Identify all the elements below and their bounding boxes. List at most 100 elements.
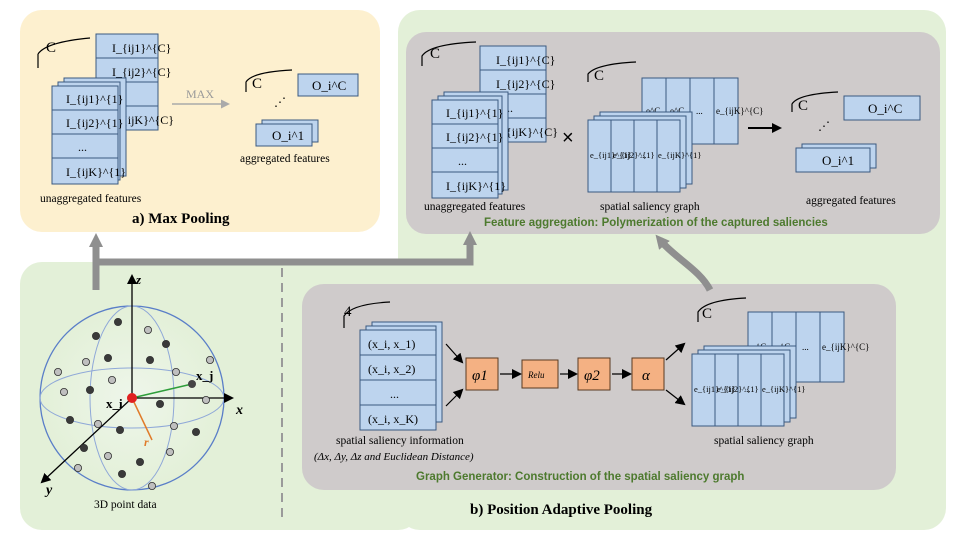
agg-output-top: O_i^C [868,101,902,116]
gen-graph-caption: spatial saliency graph [714,435,814,447]
point-cloud-caption: 3D point data [94,499,157,511]
position-adaptive-title: b) Position Adaptive Pooling [470,502,653,518]
xj-label: x_j [196,368,213,383]
cloud-point [86,385,95,394]
info-cell-2: (x_i, x_2) [368,362,415,376]
agg-input-stack: C I_{ij1}^{C} I_{ij2}^{C} ... I_{ijK}^{C… [421,41,558,199]
cloud-point [74,463,83,472]
maxpool-op-label: MAX [186,87,214,101]
gen-channel-label: 4 [344,304,352,320]
agg-graph-caption: spatial saliency graph [600,201,700,213]
agg-graph-cell-3: ... [640,150,646,160]
agg-output: C O_i^C ⋰ O_i^1 [791,91,921,173]
agg-cell-4: I_{ijK}^{1} [446,179,506,193]
agg-out-dots: ⋰ [818,119,830,133]
cloud-point [108,375,117,384]
agg-cell-3: ... [458,154,467,168]
cloud-point [60,387,69,396]
cloud-point [104,451,113,460]
op-relu-label: Relu [527,370,545,380]
gen-saliency-graph: C e^C e^C ... e_{ijK}^{C} e_{ij1}^{1} e_… [691,297,870,427]
maxpool-cell-3: ... [78,140,87,154]
op-phi1-label: φ1 [472,368,488,384]
info-cell-1: (x_i, x_1) [368,337,415,351]
maxpool-back-cell-1: I_{ij1}^{C} [112,41,171,55]
agg-back-cell-2: I_{ij2}^{C} [496,77,555,91]
xi-label: x_i [106,396,123,411]
agg-cell-2: I_{ij2}^{1} [446,130,503,144]
cloud-point [165,447,174,456]
cloud-point [94,419,103,428]
cloud-point [205,355,214,364]
cloud-point [80,443,89,452]
maxpool-input-stack: C I_{ij1}^{C} I_{ij2}^{C} ... I_{ijK}^{C… [37,33,174,185]
cloud-point [104,353,113,362]
maxpool-out-channel-label: C [252,76,262,92]
maxpool-cell-2: I_{ij2}^{1} [66,116,123,130]
agg-graph-back-cell-4: e_{ijK}^{C} [716,106,764,116]
cloud-point [118,469,127,478]
agg-graph-back-cell-3: ... [696,106,703,116]
maxpool-output-top: O_i^C [312,78,346,93]
info-cell-4: (x_i, x_K) [368,412,418,426]
gen-title: Graph Generator: Construction of the spa… [416,471,744,483]
cloud-point [116,425,125,434]
cloud-point [145,355,154,364]
info-caption-2: (Δx, Δy, Δz and Euclidean Distance) [314,451,474,463]
cloud-point [114,317,123,326]
axis-y-label: y [44,483,53,498]
maxpool-channel-label: C [46,40,56,56]
agg-graph-cell-2: e_{ij2}^{1} [613,150,655,160]
maxpool-title: a) Max Pooling [132,211,230,227]
multiply-symbol: × [562,127,574,149]
maxpool-back-cell-4: I_{ijK}^{C} [112,113,174,127]
r-label: r [144,435,149,449]
cloud-point [155,399,164,408]
gen-graph-back-cell-3: ... [802,342,809,352]
agg-graph-back-cell-2: e^C [670,106,684,116]
axis-x-label: x [235,403,243,418]
maxpool-cell-4: I_{ijK}^{1} [66,165,126,179]
agg-back-cell-1: I_{ij1}^{C} [496,53,555,67]
cloud-point [161,339,170,348]
agg-back-cell-4: I_{ijK}^{C} [496,125,558,139]
cloud-point [135,457,144,466]
point-cloud: z x y x_i x_j r [39,272,243,498]
gen-arrow-out-top [665,342,686,361]
gen-arrow-in-bottom [445,388,464,407]
op-phi2-box [577,357,611,391]
agg-cell-1: I_{ij1}^{1} [446,106,503,120]
op-alpha-label: α [642,368,651,384]
cloud-point [54,367,63,376]
cloud-point [66,415,75,424]
maxpool-output: C O_i^C ⋰ O_i^1 [245,69,359,147]
cloud-points [54,317,214,490]
saliency-info-stack: 4 (x_i, x_1) (x_i, x_2) ... (x_i, x_K) [343,301,443,431]
info-caption-1: spatial saliency information [336,435,464,447]
cloud-point [82,357,91,366]
cloud-point [171,367,180,376]
neighbor-point [188,380,196,388]
cloud-point [147,481,156,490]
op-alpha-box [631,357,665,391]
maxpool-back-cell-2: I_{ij2}^{C} [112,65,171,79]
agg-channel-label: C [430,46,440,62]
gen-arrow-out-bottom [665,389,686,406]
radius-line [131,397,153,441]
maxpool-output-bottom: O_i^1 [272,128,304,143]
gen-arrow-in-top [445,343,464,364]
cloud-point [201,395,210,404]
agg-output-caption: aggregated features [806,195,896,207]
maxpool-cell-1: I_{ij1}^{1} [66,92,123,106]
flow-arrow-graph-curve [655,234,714,292]
op-relu-box [521,359,559,389]
gen-graph-cell-4: e_{ijK}^{1} [762,384,805,394]
maxpool-out-dots: ⋰ [274,95,286,109]
gen-graph-cell-3: ... [744,384,750,394]
op-phi1-box [465,357,499,391]
agg-title: Feature aggregation: Polymerization of t… [484,217,828,229]
agg-output-bottom: O_i^1 [822,153,854,168]
cloud-point [92,331,101,340]
agg-saliency-graph: C e^C e^C ... e_{ijK}^{C} e_{ij1}^{1} e_… [587,61,764,193]
